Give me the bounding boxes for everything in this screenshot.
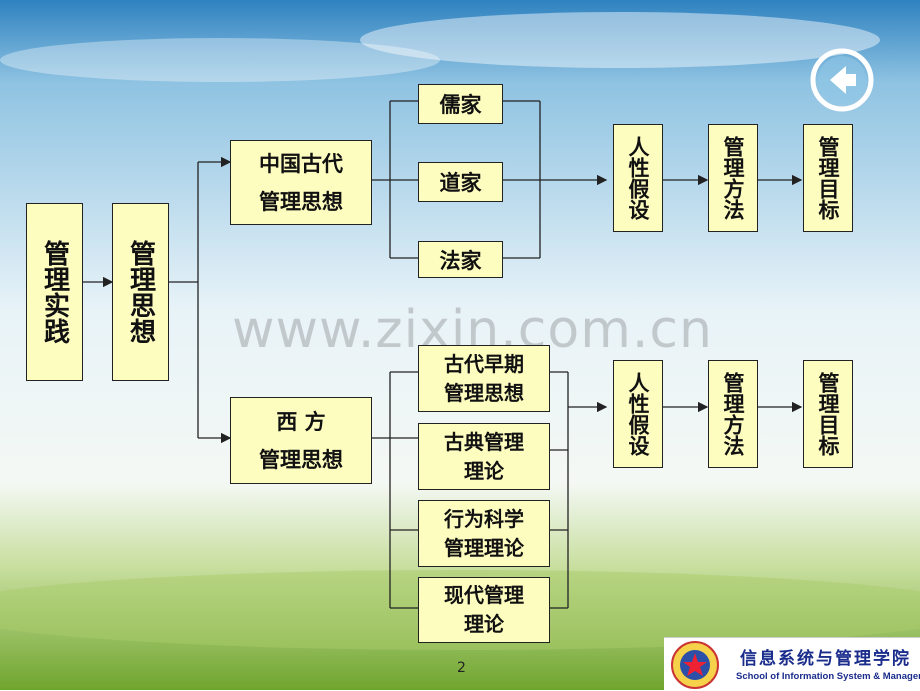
node-management-thought: 管理思想 — [112, 203, 169, 381]
node-theory-classical-line2: 理论 — [464, 458, 504, 483]
school-emblem-icon — [671, 641, 719, 689]
node-theory-modern-line2: 理论 — [464, 612, 504, 636]
node-theory-modern-line1: 现代管理 — [444, 583, 524, 607]
node-school-legalism: 法家 — [418, 241, 503, 278]
node-management-practice: 管理实践 — [26, 203, 83, 381]
node-theory-early-ancient: 古代早期 管理思想 — [418, 345, 550, 412]
node-school-taoism-label: 道家 — [439, 171, 482, 195]
node-theory-behavioral-line2: 管理理论 — [444, 535, 524, 560]
node-theory-behavioral: 行为科学 管理理论 — [418, 500, 550, 567]
node-chinese-ancient-thought: 中国古代 管理思想 — [230, 140, 372, 225]
node-western-line1: 西 方 — [276, 409, 326, 434]
node-chinese-line1: 中国古代 — [259, 151, 343, 176]
node-chinese-line2: 管理思想 — [259, 189, 343, 214]
node-west-goal-label: 管理目标 — [816, 372, 840, 456]
back-arrow-icon[interactable] — [810, 48, 874, 112]
node-cn-method-label: 管理方法 — [721, 136, 745, 220]
school-logo: 信息系统与管理学院 School of Information System &… — [664, 637, 920, 691]
node-theory-behavioral-line1: 行为科学 — [444, 506, 524, 531]
node-west-management-goal: 管理目标 — [803, 360, 853, 468]
node-west-method-label: 管理方法 — [721, 372, 745, 456]
node-school-legalism-label: 法家 — [439, 248, 482, 273]
node-management-thought-label: 管理思想 — [125, 240, 156, 344]
logo-title: 信息系统与管理学院 — [740, 649, 911, 669]
node-theory-early-line1: 古代早期 — [444, 351, 524, 376]
node-cn-goal-label: 管理目标 — [816, 136, 840, 220]
node-cn-management-method: 管理方法 — [708, 124, 758, 232]
node-theory-classical: 古典管理 理论 — [418, 423, 550, 490]
node-west-management-method: 管理方法 — [708, 360, 758, 468]
node-school-confucianism-label: 儒家 — [439, 93, 482, 117]
node-theory-classical-line1: 古典管理 — [444, 429, 524, 454]
logo-subtitle: School of Information System & Managemen… — [736, 671, 920, 682]
node-west-human-nature-assumption: 人性假设 — [613, 360, 663, 468]
node-western-line2: 管理思想 — [259, 447, 343, 472]
node-management-practice-label: 管理实践 — [39, 240, 70, 344]
node-theory-early-line2: 管理思想 — [444, 380, 524, 405]
node-cn-management-goal: 管理目标 — [803, 124, 853, 232]
page-number: 2 — [457, 660, 466, 676]
node-cn-human-nature-label: 人性假设 — [626, 136, 650, 220]
node-cn-human-nature-assumption: 人性假设 — [613, 124, 663, 232]
node-school-confucianism: 儒家 — [418, 84, 503, 124]
node-theory-modern: 现代管理 理论 — [418, 577, 550, 643]
node-school-taoism: 道家 — [418, 162, 503, 202]
node-western-thought: 西 方 管理思想 — [230, 397, 372, 484]
node-west-human-nature-label: 人性假设 — [626, 372, 650, 456]
